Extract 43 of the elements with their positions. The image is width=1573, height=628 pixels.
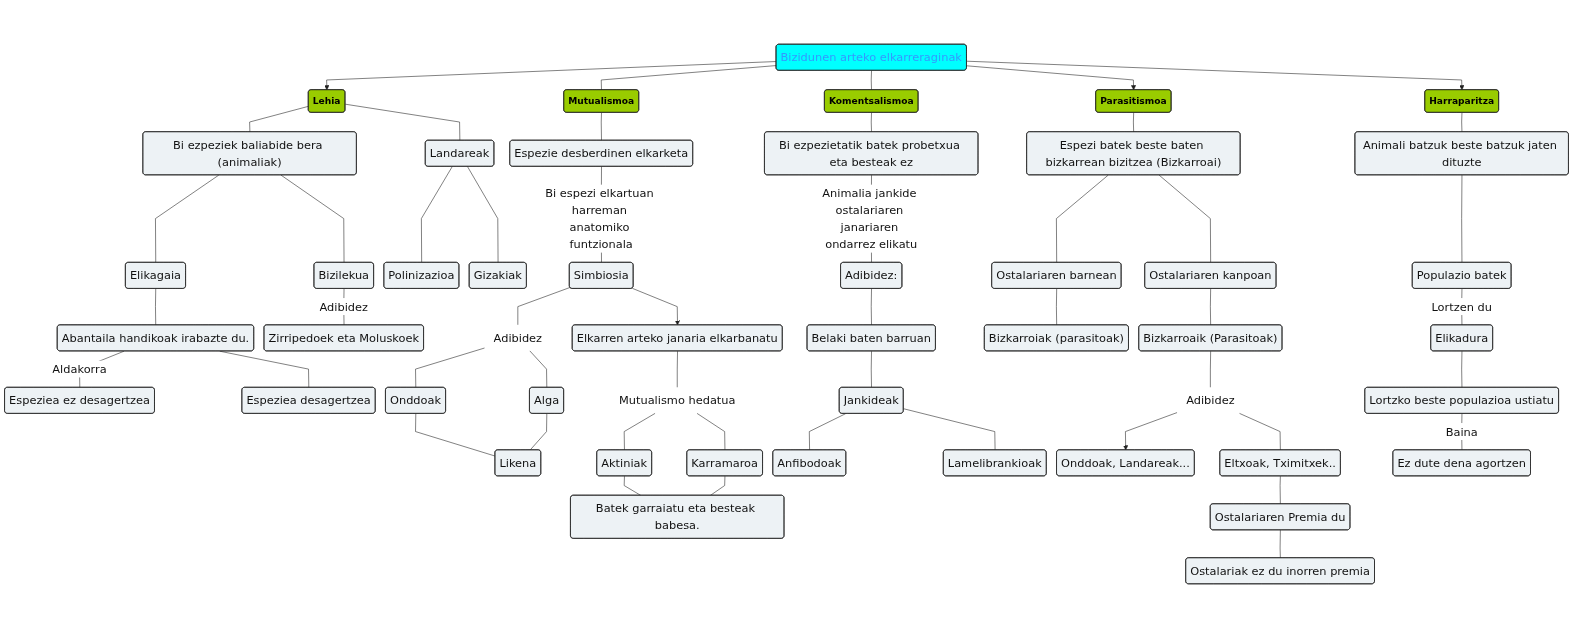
edge-label: Adibidez [319,299,368,314]
connector [600,112,602,141]
connector [517,287,571,326]
connector [1056,288,1057,326]
edge-label: Animalia jankide ostalariaren janariaren ondarrez elikatu [822,186,918,251]
connector [155,174,220,263]
connector [1210,350,1211,388]
connector [415,413,496,457]
connector [249,106,309,133]
connector [903,408,996,451]
connector [870,288,872,326]
connector [1461,174,1463,263]
edge-label: Lortzen du [1431,299,1492,314]
connector [870,70,872,91]
connector [345,103,461,141]
connector [710,475,726,496]
connector [529,350,548,388]
connector [1279,475,1281,505]
connector [467,166,499,263]
connector [676,350,678,388]
connector [1158,174,1211,263]
connector [600,65,777,91]
connector [809,413,846,451]
connector [870,350,872,388]
connector [280,174,345,263]
connector [421,166,453,263]
connector [623,475,642,496]
connector [1461,350,1463,388]
edge-label: Baina [1445,424,1478,439]
connector [1056,174,1109,263]
connector [1279,529,1281,559]
connector [155,288,157,326]
connector [870,112,872,133]
connector [1210,288,1211,326]
connector [1461,112,1463,133]
node-text: Mutualismo hedatua [619,393,736,408]
connector [529,413,548,451]
node-text: Adibidez [493,331,543,345]
edge-label: Bi espezi elkartuan harreman anatomiko funtzionala [545,186,654,251]
node-text: Adibidez [1186,393,1235,408]
connector [1133,112,1134,133]
connector [415,347,485,388]
edge-label: Aldakorra [52,362,107,376]
